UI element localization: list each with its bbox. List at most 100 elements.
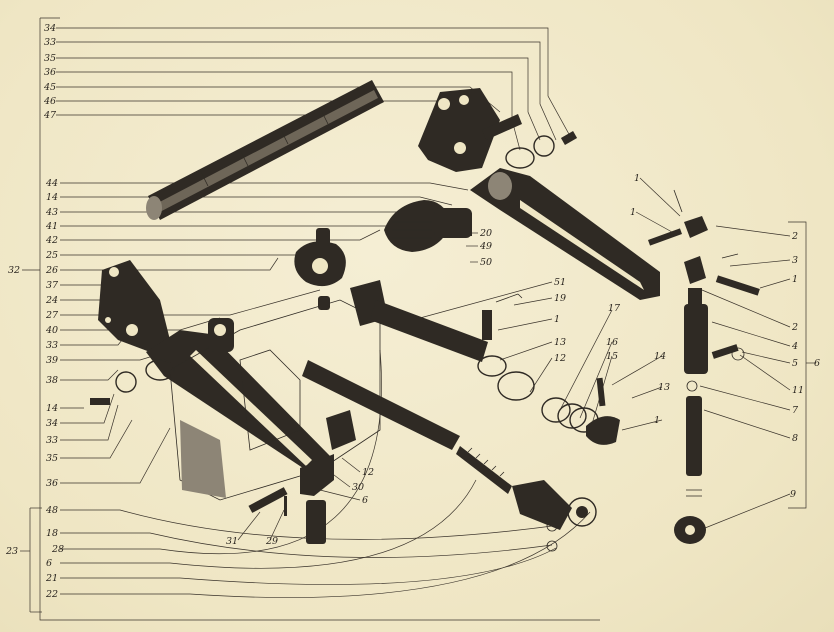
callout-label: 31 — [226, 536, 238, 547]
svg-text:1: 1 — [654, 415, 660, 426]
part-right-lift-arm — [384, 168, 660, 300]
callout-label: 1 — [630, 207, 636, 218]
svg-text:9: 9 — [790, 489, 796, 500]
callout-label: 38 — [46, 375, 58, 386]
callout-label: 9 — [790, 489, 796, 500]
callout-label: 12 — [554, 353, 566, 364]
part-left-bracket — [98, 260, 170, 352]
callout-label: 8 — [792, 433, 798, 444]
callout-label: 12 — [362, 467, 374, 478]
callout-label: 16 — [606, 337, 618, 348]
callout-label: 51 — [554, 277, 566, 288]
callout-label: 48 — [45, 505, 58, 516]
callout-label: 6 — [814, 358, 820, 369]
svg-text:36: 36 — [44, 67, 56, 78]
callout-label: 44 — [45, 178, 58, 189]
svg-text:6: 6 — [814, 358, 820, 369]
callout-label: 26 — [45, 265, 58, 276]
svg-text:38: 38 — [46, 375, 58, 386]
svg-text:2: 2 — [791, 322, 798, 333]
svg-text:1: 1 — [634, 173, 640, 184]
callout-label: 36 — [46, 478, 58, 489]
svg-text:14: 14 — [654, 351, 666, 362]
svg-text:45: 45 — [43, 82, 56, 93]
callout-label: 13 — [554, 337, 566, 348]
callout-label: 35 — [44, 53, 56, 64]
svg-text:3: 3 — [792, 255, 798, 266]
svg-text:14: 14 — [46, 403, 58, 414]
callout-label: 43 — [45, 207, 58, 218]
svg-text:35: 35 — [46, 453, 58, 464]
callout-label: 7 — [792, 405, 799, 416]
callout-label: 34 — [46, 418, 58, 429]
callout-label: 6 — [46, 558, 52, 569]
svg-text:30: 30 — [352, 482, 364, 493]
svg-text:1: 1 — [792, 274, 798, 285]
svg-text:11: 11 — [792, 385, 804, 396]
part-turnbuckle — [674, 288, 745, 544]
callout-label: 41 — [45, 221, 58, 232]
svg-text:6: 6 — [46, 558, 52, 569]
callout-label: 1 — [792, 274, 798, 285]
callout-label: 24 — [45, 295, 58, 306]
svg-text:50: 50 — [480, 257, 492, 268]
svg-text:48: 48 — [45, 505, 58, 516]
svg-text:31: 31 — [226, 536, 238, 547]
callout-label: 3 — [792, 255, 798, 266]
svg-text:8: 8 — [792, 433, 798, 444]
callout-label: 46 — [43, 96, 56, 107]
callout-label: 4 — [791, 341, 798, 352]
callout-label: 23 — [5, 546, 18, 557]
callout-label: 29 — [265, 536, 278, 547]
svg-text:21: 21 — [45, 573, 58, 584]
callout-label: 40 — [45, 325, 58, 336]
callout-label: 15 — [606, 351, 618, 362]
callout-label: 33 — [46, 435, 58, 446]
svg-text:32: 32 — [8, 265, 20, 276]
svg-text:37: 37 — [46, 280, 59, 291]
svg-text:35: 35 — [44, 53, 56, 64]
callout-label: 21 — [45, 573, 58, 584]
callout-label: 33 — [46, 340, 58, 351]
svg-text:7: 7 — [792, 405, 799, 416]
callout-label: 37 — [46, 280, 59, 291]
svg-text:34: 34 — [46, 418, 58, 429]
callout-label: 50 — [480, 257, 492, 268]
svg-text:13: 13 — [554, 337, 566, 348]
callout-label: 17 — [608, 303, 621, 314]
svg-text:33: 33 — [44, 37, 56, 48]
callout-label: 18 — [46, 528, 58, 539]
callout-label: 14 — [654, 351, 666, 362]
part-lower-rod — [302, 360, 597, 552]
svg-text:13: 13 — [658, 382, 670, 393]
svg-text:40: 40 — [45, 325, 58, 336]
svg-text:14: 14 — [46, 192, 58, 203]
svg-text:4: 4 — [791, 341, 798, 352]
svg-text:1: 1 — [630, 207, 636, 218]
callout-label: 28 — [51, 544, 64, 555]
callout-label: 49 — [479, 241, 492, 252]
svg-text:41: 41 — [45, 221, 58, 232]
svg-text:23: 23 — [5, 546, 18, 557]
svg-text:12: 12 — [362, 467, 374, 478]
callout-label: 42 — [45, 235, 58, 246]
callout-label: 5 — [792, 358, 798, 369]
callout-label: 30 — [352, 482, 364, 493]
callout-label: 19 — [554, 293, 566, 304]
callout-label: 47 — [43, 110, 57, 121]
svg-text:39: 39 — [46, 355, 58, 366]
callout-label: 20 — [479, 228, 492, 239]
callout-label: 1 — [634, 173, 640, 184]
svg-text:2: 2 — [791, 231, 798, 242]
svg-text:43: 43 — [45, 207, 58, 218]
callout-label: 2 — [791, 231, 798, 242]
svg-text:27: 27 — [45, 310, 59, 321]
callout-label: 1 — [654, 415, 660, 426]
svg-text:19: 19 — [554, 293, 566, 304]
svg-text:16: 16 — [606, 337, 618, 348]
callout-labels: 34 33 35 36 45 46 47 44 14 43 41 42 25 2… — [5, 23, 820, 600]
svg-text:24: 24 — [45, 295, 58, 306]
svg-text:34: 34 — [44, 23, 56, 34]
callout-label: 32 — [8, 265, 20, 276]
